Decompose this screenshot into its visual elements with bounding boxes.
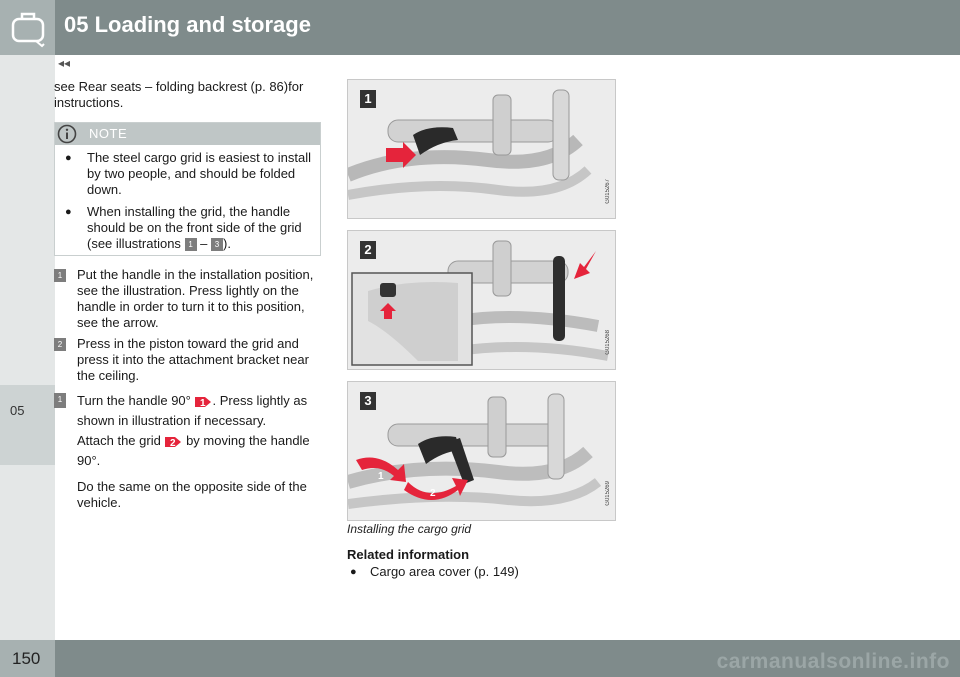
turning-handle-illustration: 1 2: [348, 393, 602, 509]
step-1: 1 Put the handle in the installation pos…: [54, 267, 324, 331]
illustration-3: 1 2 3 G015269: [347, 381, 616, 521]
step-3: 3 Turn the handle 90° 1 . Press lightly …: [54, 391, 324, 511]
watermark: carmanualsonline.info: [716, 650, 950, 673]
figure-label: 3: [360, 392, 376, 410]
related-link-text[interactable]: Cargo area cover (p. 149): [370, 564, 519, 579]
step-text-part: if necessary.: [194, 413, 267, 428]
cargo-grid-handle-illustration: [348, 89, 592, 200]
illustration-2: 2 G015268: [347, 230, 616, 370]
dash-text: –: [196, 236, 212, 251]
svg-text:2: 2: [170, 438, 176, 449]
chapter-tab[interactable]: 05: [0, 385, 55, 465]
note-item: ● The steel cargo grid is easiest to ins…: [55, 150, 320, 198]
bullet-icon: ●: [350, 566, 357, 578]
illustration-badge: 1: [54, 393, 66, 406]
step-text-part: Turn the handle 90°: [77, 393, 191, 408]
step-badge: 1: [54, 269, 66, 282]
chapter-icon-box: [0, 0, 55, 55]
step-text-part: . Press lightly as shown in illustration: [77, 393, 308, 428]
step-text-part: by moving the handle 90°.: [77, 433, 310, 468]
note-item-end: ).: [223, 236, 231, 251]
arrow-2-label: 2: [430, 488, 436, 499]
page-number-box: 150: [0, 640, 55, 677]
intro-text: see Rear seats – folding backrest (p. 86…: [54, 79, 304, 110]
related-information-heading: Related information: [347, 547, 470, 562]
suitcase-icon: [11, 12, 45, 48]
note-box: NOTE ● The steel cargo grid is easiest t…: [54, 122, 321, 256]
step-text: Turn the handle 90° 1 . Press lightly as…: [54, 391, 324, 511]
illustration-badge: 1: [184, 238, 197, 252]
illustration-1: 1 G015267: [347, 79, 616, 219]
figure-label: 1: [360, 90, 376, 108]
info-icon: [57, 124, 77, 144]
note-header: NOTE: [55, 123, 320, 145]
red-callout-arrow-icon: 1: [195, 396, 212, 409]
step-badge: 2: [54, 338, 66, 351]
previous-page-arrows[interactable]: ◂◂: [58, 56, 71, 70]
note-label: NOTE: [89, 126, 128, 141]
step-text: Put the handle in the installation posit…: [77, 267, 314, 330]
step-text: Press in the piston toward the grid and …: [77, 336, 309, 383]
page-number: 150: [12, 649, 41, 668]
related-link[interactable]: ● Cargo area cover (p. 149): [347, 564, 630, 580]
bullet-icon: ●: [65, 206, 72, 218]
step-text-part: Attach the grid: [77, 433, 161, 448]
sidebar: 05: [0, 55, 55, 640]
chapter-title: 05 Loading and storage: [64, 12, 311, 37]
figure-code: G015269: [605, 481, 611, 506]
chapter-tab-label: 05: [10, 403, 25, 418]
bullet-icon: ●: [65, 152, 72, 164]
step-2: 2 Press in the piston toward the grid an…: [54, 336, 324, 384]
note-item: ● When installing the grid, the handle s…: [55, 204, 320, 252]
page-footer: 150 carmanualsonline.info: [0, 640, 960, 677]
step-text-part: Do the same on the opposite side of the …: [77, 479, 307, 510]
figure-code: G015267: [605, 179, 611, 204]
page-header: 05 Loading and storage: [0, 0, 960, 55]
figure-label: 2: [360, 241, 376, 259]
piston-illustration: [351, 240, 609, 366]
arrow-1-label: 1: [378, 471, 384, 482]
svg-text:1: 1: [200, 398, 206, 409]
illustration-badge: 3: [211, 238, 224, 252]
note-item-text: When installing the grid, the handle sho…: [87, 204, 302, 251]
note-list: ● The steel cargo grid is easiest to ins…: [55, 150, 320, 258]
red-callout-arrow-icon: 2: [165, 436, 182, 449]
figure-code: G015268: [605, 330, 611, 355]
note-item-text: The steel cargo grid is easiest to insta…: [87, 150, 311, 197]
figure-caption: Installing the cargo grid: [347, 522, 472, 536]
